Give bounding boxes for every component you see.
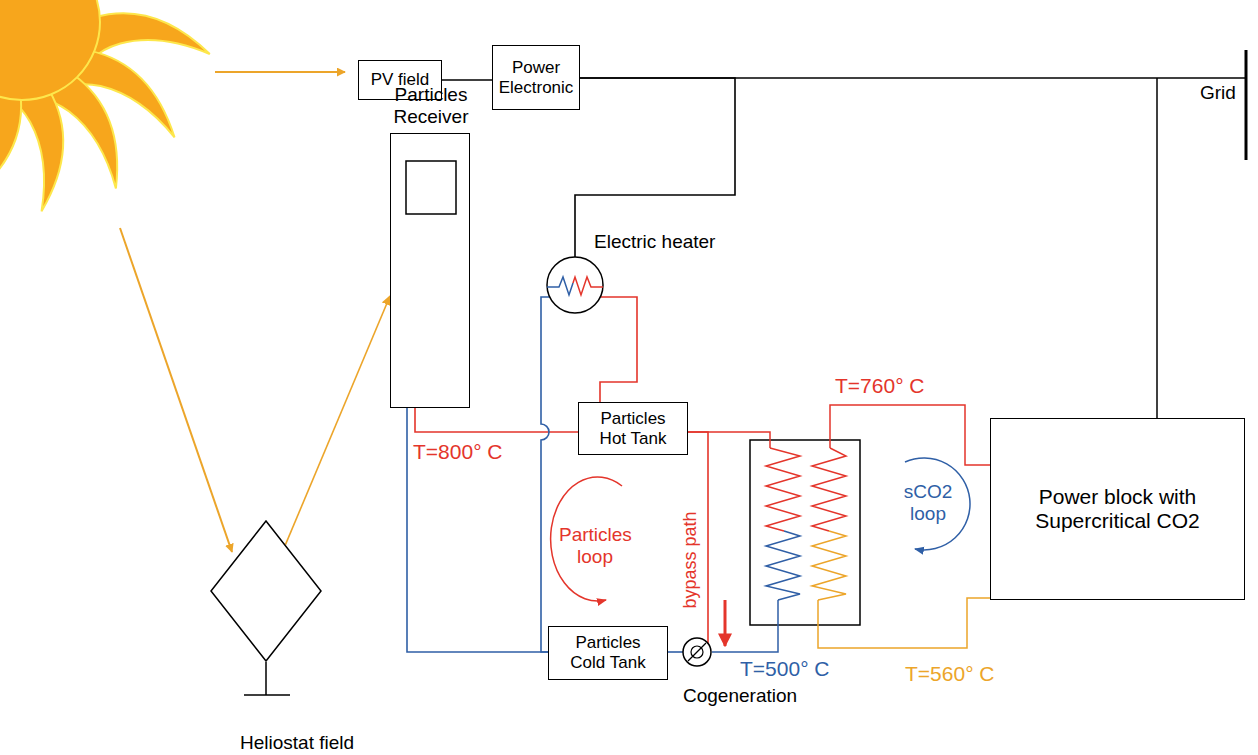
heater-coil: [547, 277, 573, 295]
cold-particles-pipe: [712, 600, 778, 652]
node-text: Power block with Supercritical CO2: [991, 485, 1244, 533]
power-block-box: Power block with Supercritical CO2: [990, 418, 1245, 600]
connector: [668, 651, 683, 653]
node-label-holder: Heliostat field: [240, 732, 354, 754]
node-label: Cogeneration: [683, 685, 797, 706]
connector: [600, 297, 637, 402]
temperature-label: T=560° C: [905, 662, 995, 686]
connector: [442, 79, 492, 81]
heater-outline: [545, 255, 605, 315]
cogen-outline: [682, 637, 712, 667]
hot-sco2-pipe: [830, 405, 990, 465]
receiver-aperture: [406, 161, 456, 214]
heat-exchanger: [750, 440, 860, 625]
loop-label: Particles loop: [559, 524, 631, 568]
connector: [407, 408, 548, 652]
node-text: Particles Cold Tank: [549, 633, 667, 672]
heliostat-diamond: [211, 521, 321, 661]
valve-slash: [688, 643, 706, 661]
bypass-label: bypass path: [680, 511, 701, 608]
bypass-arrow: [724, 600, 727, 646]
connector: [285, 296, 390, 545]
node-text: Particles Hot Tank: [579, 409, 687, 448]
diamond-outline: [210, 520, 322, 662]
cold-sco2-pipe: [818, 598, 990, 648]
cogeneration-valve: Cogeneration: [682, 637, 712, 667]
sco2-coil-cold: [812, 531, 846, 600]
particles-coil-hot: [766, 448, 800, 531]
cold-tank-box: Particles Cold Tank: [548, 626, 668, 680]
grid-symbol: [1245, 50, 1248, 160]
node-label-holder: Cogeneration: [683, 685, 797, 707]
valve-circle: [683, 638, 711, 666]
receiver-outline: [391, 134, 469, 407]
heater-circle: [547, 257, 603, 313]
loop-label: sCO2 loop: [900, 481, 956, 525]
temperature-label: T=500° C: [740, 657, 830, 681]
temperature-label: T=800° C: [413, 440, 503, 464]
particle-receiver: Particles Receiver: [390, 133, 470, 408]
node-text: Power Electronic: [493, 58, 579, 97]
sunlight-arrow: [120, 228, 232, 552]
sco2-coil-hot: [812, 448, 846, 531]
node-heading: Particles Receiver: [394, 84, 469, 127]
heliostat-mirror: Heliostat field: [210, 520, 322, 662]
sun: [0, 0, 214, 214]
hot-tank-box: Particles Hot Tank: [578, 402, 688, 455]
power-electronics-box: Power Electronic: [492, 45, 580, 110]
hot-particles-pipe: [688, 432, 770, 448]
node-label: Electric heater: [594, 231, 715, 252]
connector: [575, 78, 735, 257]
power-block-wire: [1156, 78, 1158, 418]
connector: [541, 297, 550, 652]
node-label-holder: Electric heater: [594, 231, 715, 253]
temperature-label: T=760° C: [835, 374, 925, 398]
heater-coil: [573, 277, 603, 295]
node-heading-holder: Particles Receiver: [371, 84, 491, 128]
sunlight-arrow: [215, 71, 345, 73]
heliostat-stand: [244, 662, 290, 695]
connector: [415, 408, 578, 432]
node-label: Heliostat field: [240, 732, 354, 753]
grid-label: Grid: [1200, 82, 1236, 104]
particles-coil-cold: [766, 531, 800, 600]
electric-heater: Electric heater: [545, 255, 605, 315]
